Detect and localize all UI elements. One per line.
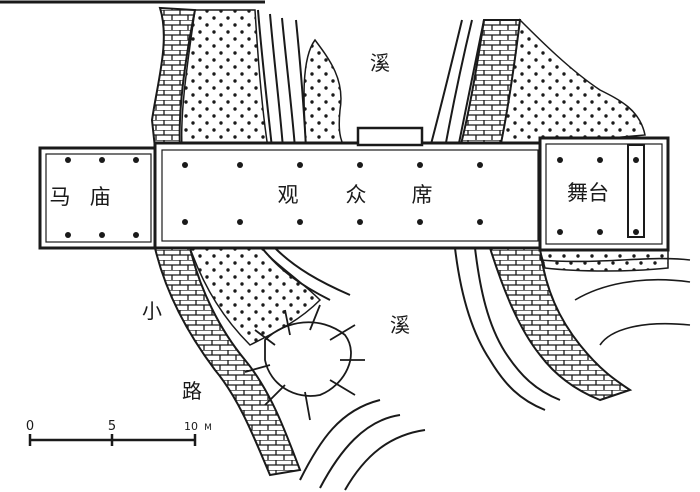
scale-bar: 0 5 10 M [26, 419, 212, 446]
upper-center-vegetation [303, 38, 347, 149]
lower-right-wall [488, 247, 633, 402]
rocky-outcrop [244, 304, 365, 421]
upper-stream-bank-lines [257, 9, 307, 149]
path-label-char-2: 路 [182, 379, 202, 403]
stage-building [538, 136, 670, 252]
scale-tick-0: 0 [26, 419, 34, 434]
lower-stream-bank-lines [261, 247, 426, 491]
scale-unit: M [204, 423, 212, 433]
upper-left-vegetation [180, 9, 269, 149]
auditorium-label-char-2: 众 [346, 183, 367, 207]
path-label-char-1: 小 [142, 299, 162, 323]
temple-building [38, 146, 159, 250]
stream-label-bottom: 溪 [390, 313, 410, 337]
scale-tick-5: 5 [108, 419, 116, 434]
stage-label: 舞台 [567, 181, 609, 205]
auditorium-building [153, 126, 547, 250]
temple-label: 庙 [90, 185, 111, 209]
auditorium-label-char-3: 席 [412, 183, 433, 207]
temple-side-label: 马 [50, 185, 71, 209]
lower-left-wall [153, 247, 302, 477]
lower-right-stream-lines [454, 247, 561, 411]
lower-right-vegetation [539, 249, 669, 272]
scale-tick-10: 10 [184, 420, 198, 433]
auditorium-label-char-1: 观 [278, 183, 299, 207]
stream-label-top: 溪 [370, 51, 390, 75]
upper-right-vegetation [499, 18, 646, 149]
